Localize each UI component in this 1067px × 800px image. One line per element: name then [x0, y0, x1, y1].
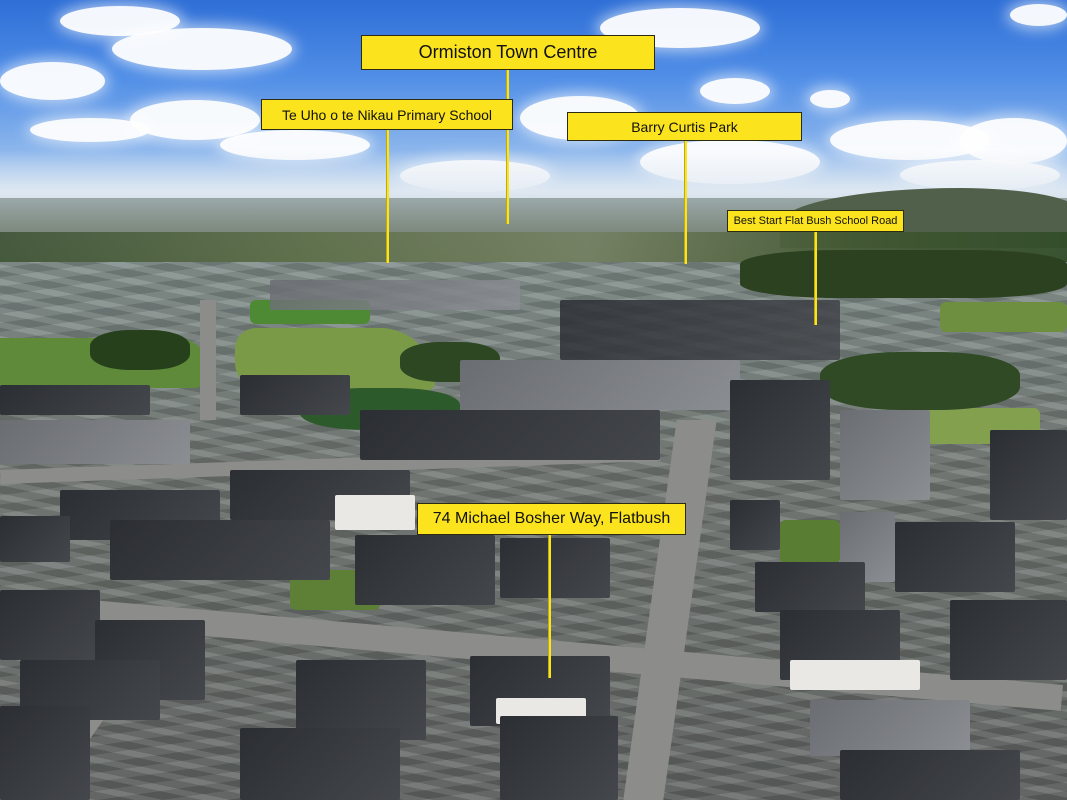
- bush: [820, 352, 1020, 410]
- callout-town-centre: Ormiston Town Centre: [361, 35, 655, 70]
- green-field: [780, 520, 840, 564]
- callout-text: Te Uho o te Nikau Primary School: [281, 106, 493, 123]
- callout-text: 74 Michael Bosher Way, Flatbush: [432, 510, 671, 527]
- callout-pin: [814, 231, 817, 325]
- callout-text: Ormiston Town Centre: [418, 42, 598, 62]
- bush: [740, 250, 1067, 298]
- callout-pin: [684, 140, 687, 264]
- callout-early-learning: Best Start Flat Bush School Road: [727, 210, 904, 232]
- callout-text: Best Start Flat Bush School Road: [733, 215, 898, 227]
- callout-pin: [506, 69, 509, 224]
- callout-property-address: 74 Michael Bosher Way, Flatbush: [417, 503, 686, 535]
- callout-primary-school: Te Uho o te Nikau Primary School: [261, 99, 513, 130]
- callout-pin: [386, 129, 389, 263]
- road: [200, 300, 216, 420]
- callout-text: Barry Curtis Park: [631, 118, 738, 135]
- callout-park: Barry Curtis Park: [567, 112, 802, 141]
- bush: [90, 330, 190, 370]
- callout-pin: [548, 534, 551, 678]
- green-field: [940, 302, 1067, 332]
